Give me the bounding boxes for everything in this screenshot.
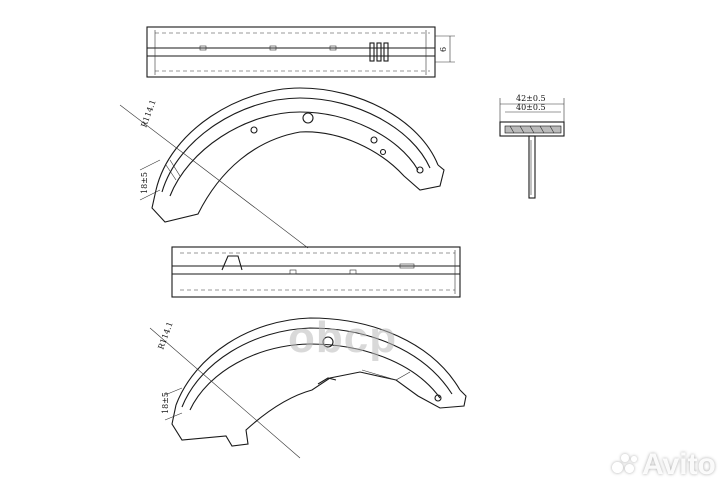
lower-width-label: 18±5 (161, 392, 170, 414)
upper-shoe-top-view (146, 26, 455, 78)
lower-brake-shoe (171, 317, 467, 447)
thickness-dimension: 6 (439, 47, 448, 52)
upper-brake-shoe (151, 87, 445, 223)
shoe-cross-section (499, 98, 565, 199)
upper-radius-leader (119, 104, 309, 249)
lower-radius-label: R114.1 (156, 320, 174, 350)
shoe-width-label: 42±0.5 (516, 94, 546, 103)
upper-radius-label: R114.1 (139, 98, 157, 128)
lower-radius-leader (149, 327, 301, 459)
lower-shoe-top-view (171, 246, 461, 298)
upper-width-label: 18±5 (140, 172, 149, 194)
lining-width-label: 40±0.5 (516, 103, 546, 112)
